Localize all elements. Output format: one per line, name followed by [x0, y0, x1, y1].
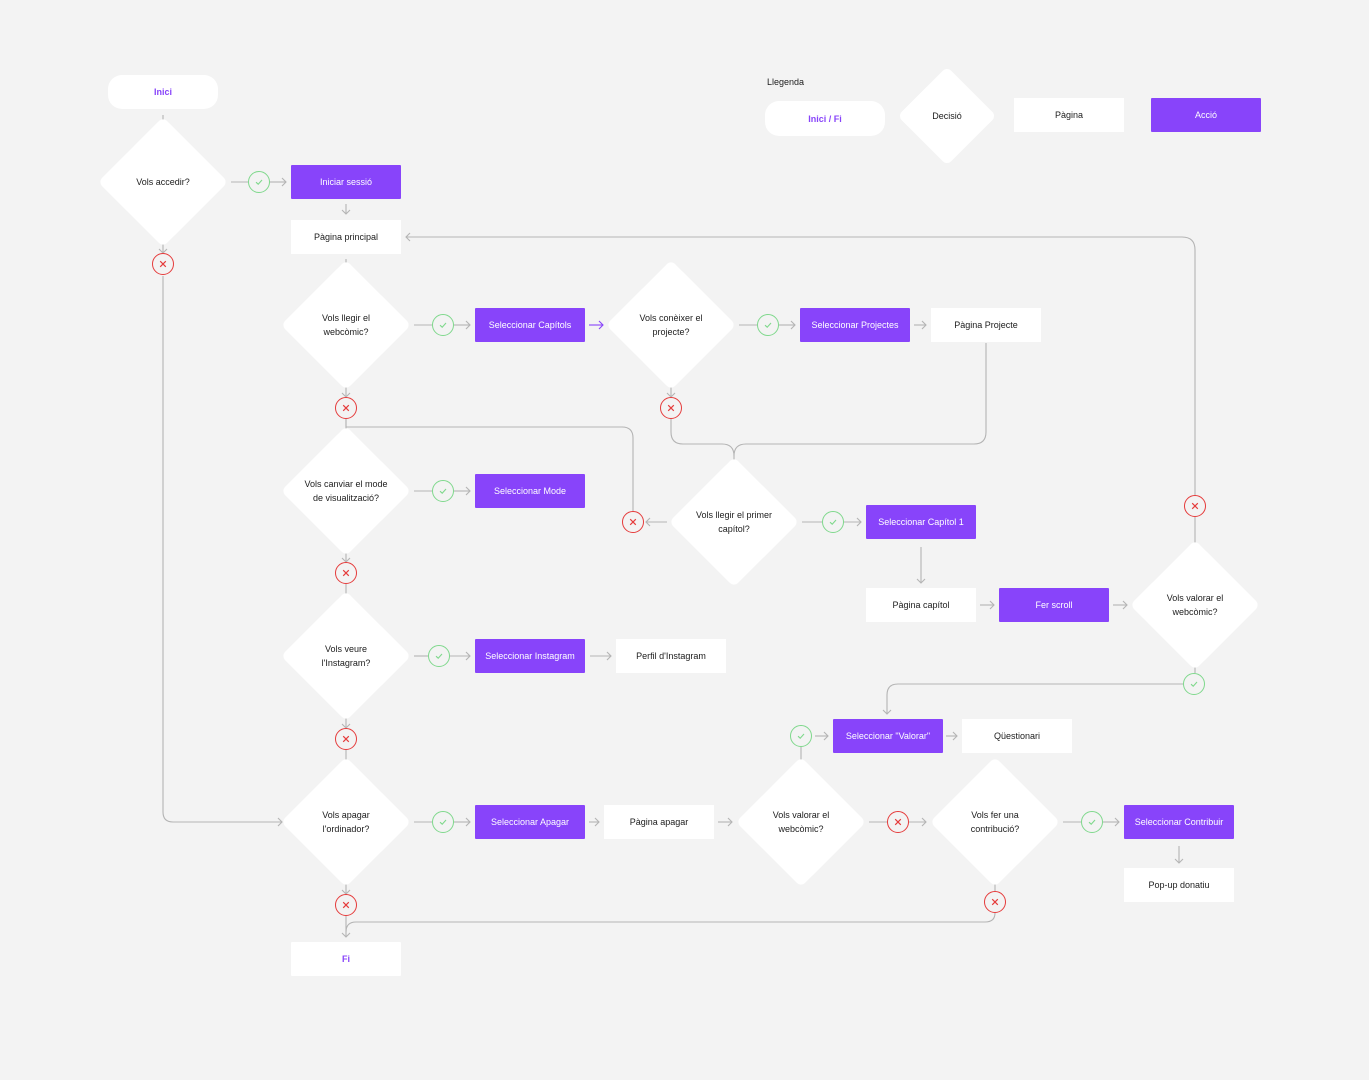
page-questionnaire: Qüestionari [962, 719, 1072, 753]
connector-line [406, 236, 1196, 495]
page-chapter: Pàgina capítol [866, 588, 976, 622]
action-scroll: Fer scroll [999, 588, 1109, 622]
no-cross-icon [622, 511, 644, 533]
page-main: Pàgina principal [291, 220, 401, 254]
arrow-head [1174, 858, 1184, 864]
action-select-mode: Seleccionar Mode [475, 474, 585, 508]
yes-check-icon [432, 480, 454, 502]
arrow-head [594, 817, 600, 827]
action-select-chapters: Seleccionar Capítols [475, 308, 585, 342]
start-node: Inici [108, 75, 218, 109]
arrow-head [465, 651, 471, 661]
arrow-head [921, 320, 927, 330]
connector-line [886, 683, 1183, 714]
legend-start-end: Inici / Fi [765, 101, 885, 136]
arrow-head [645, 517, 651, 527]
page-power-off: Pàgina apagar [604, 805, 714, 839]
connector-line [670, 419, 735, 468]
arrow-head [598, 320, 604, 330]
arrow-head [989, 600, 995, 610]
no-cross-icon [1184, 495, 1206, 517]
action-select-instagram: Seleccionar Instagram [475, 639, 585, 673]
arrow-head [916, 578, 926, 584]
page-instagram-profile: Perfil d'Instagram [616, 639, 726, 673]
yes-check-icon [432, 811, 454, 833]
page-donation-popup: Pop-up donatiu [1124, 868, 1234, 902]
no-cross-icon [335, 894, 357, 916]
arrow-head [921, 817, 927, 827]
arrow-head [1122, 600, 1128, 610]
yes-check-icon [757, 314, 779, 336]
yes-check-icon [1183, 673, 1205, 695]
no-cross-icon [335, 562, 357, 584]
yes-check-icon [822, 511, 844, 533]
connector-line [733, 343, 987, 457]
arrow-head [405, 232, 411, 242]
action-login: Iniciar sessió [291, 165, 401, 199]
arrow-head [727, 817, 733, 827]
legend-title: Llegenda [767, 77, 805, 87]
yes-check-icon [432, 314, 454, 336]
arrow-head [281, 177, 287, 187]
connector-line [345, 419, 634, 511]
connector-line [345, 912, 996, 933]
arrow-head [465, 486, 471, 496]
action-select-chapter-1: Seleccionar Capítol 1 [866, 505, 976, 539]
action-select-contribute: Seleccionar Contribuir [1124, 805, 1234, 839]
arrow-head [823, 731, 829, 741]
arrow-head [952, 731, 958, 741]
arrow-head [606, 651, 612, 661]
action-select-power-off: Seleccionar Apagar [475, 805, 585, 839]
end-node: Fi [291, 942, 401, 976]
no-cross-icon [660, 397, 682, 419]
yes-check-icon [248, 171, 270, 193]
no-cross-icon [335, 397, 357, 419]
no-cross-icon [152, 253, 174, 275]
arrow-head [790, 320, 796, 330]
no-cross-icon [335, 728, 357, 750]
connector-line [162, 276, 174, 823]
arrow-head [465, 320, 471, 330]
arrow-head [856, 517, 862, 527]
legend-action: Acció [1151, 98, 1261, 132]
legend-page: Pàgina [1014, 98, 1124, 132]
yes-check-icon [428, 645, 450, 667]
no-cross-icon [887, 811, 909, 833]
no-cross-icon [984, 891, 1006, 913]
arrow-head [465, 817, 471, 827]
arrow-head [341, 209, 351, 215]
action-select-rate: Seleccionar "Valorar" [833, 719, 943, 753]
page-project: Pàgina Projecte [931, 308, 1041, 342]
yes-check-icon [790, 725, 812, 747]
arrow-head [1114, 817, 1120, 827]
yes-check-icon [1081, 811, 1103, 833]
arrow-head [341, 932, 351, 938]
action-select-projects: Seleccionar Projectes [800, 308, 910, 342]
arrow-head [882, 709, 892, 715]
